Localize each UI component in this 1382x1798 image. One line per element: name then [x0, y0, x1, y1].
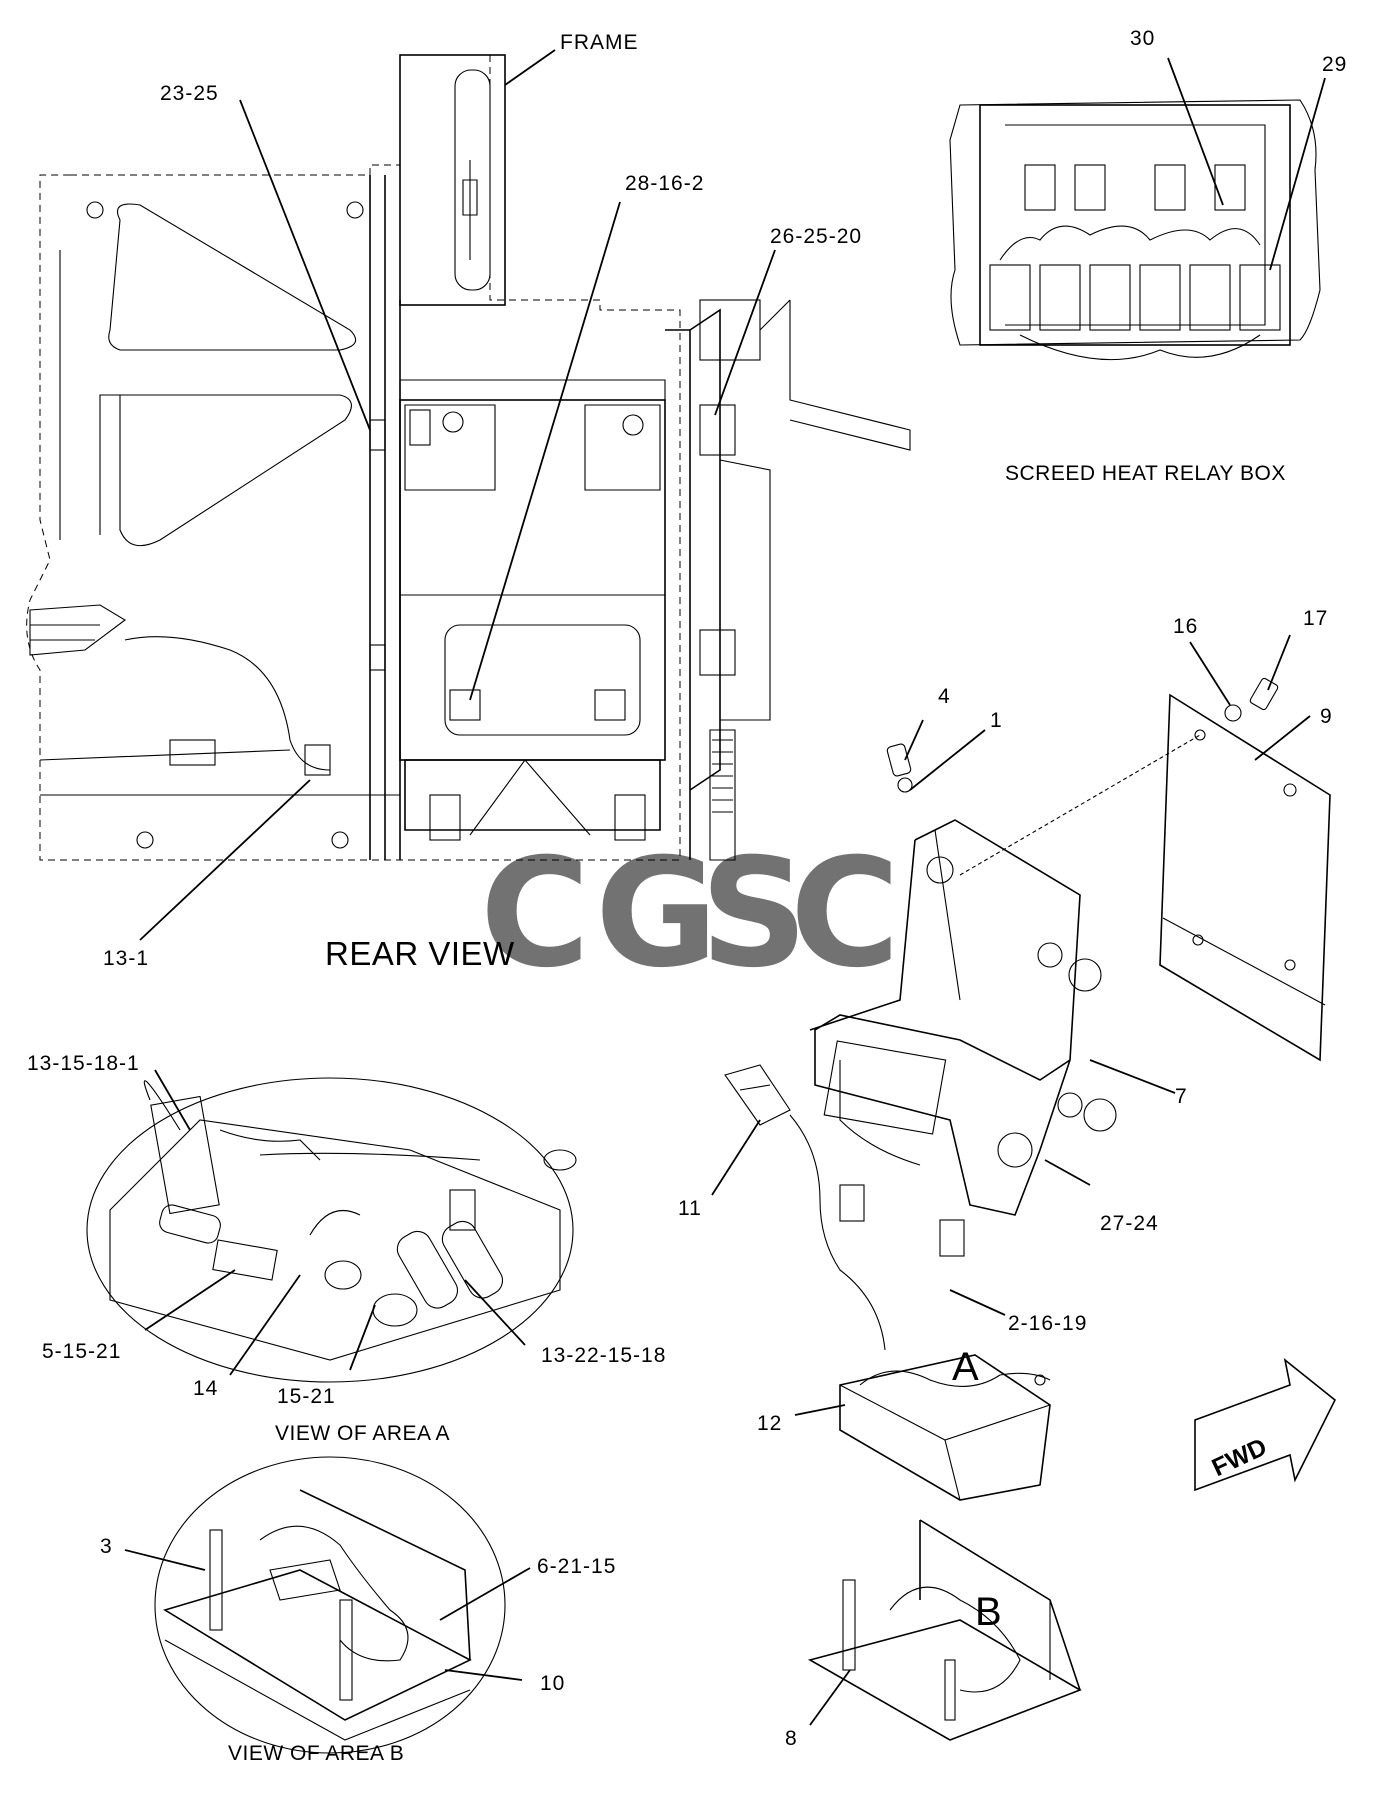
callout-13-22-15-18: 13-22-15-18 [541, 1344, 666, 1367]
watermark-logo: C G S C [480, 827, 900, 1001]
callout-27-24: 27-24 [1100, 1212, 1159, 1235]
view-title-rear: REAR VIEW [325, 935, 515, 972]
callout-23-25: 23-25 [160, 82, 219, 105]
callout-17: 17 [1303, 607, 1328, 630]
watermark-letter-1: C [480, 827, 590, 1001]
callout-12: 12 [757, 1412, 782, 1435]
callout-7: 7 [1175, 1085, 1188, 1108]
callout-29: 29 [1322, 53, 1347, 76]
relay-box-drawing [949, 99, 1321, 361]
fwd-arrow-label: FWD [1208, 1433, 1271, 1482]
callout-28-16-2: 28-16-2 [625, 172, 704, 195]
labels: FRAME 23-25 28-16-2 26-25-20 13-1 REAR V… [27, 27, 1347, 1765]
callout-14: 14 [193, 1377, 218, 1400]
callout-15-21: 15-21 [277, 1385, 336, 1408]
caption-area-a: VIEW OF AREA A [275, 1422, 450, 1445]
callout-16: 16 [1173, 615, 1198, 638]
callout-26-25-20: 26-25-20 [770, 225, 862, 248]
callout-30: 30 [1130, 27, 1155, 50]
area-a-drawing [86, 1077, 577, 1383]
watermark-letter-4: C [790, 827, 900, 1001]
callout-3: 3 [100, 1535, 113, 1558]
callout-13-15-18-1: 13-15-18-1 [27, 1052, 140, 1075]
callout-6-21-15: 6-21-15 [537, 1555, 616, 1578]
callout-2-16-19: 2-16-19 [1008, 1312, 1087, 1335]
area-letter-b: B [975, 1590, 1002, 1634]
label-frame: FRAME [560, 31, 639, 54]
watermark-letter-3: S [700, 827, 808, 1001]
callout-1: 1 [990, 709, 1003, 732]
watermark-letter-2: G [595, 827, 718, 1001]
callout-8: 8 [785, 1727, 798, 1750]
callout-9: 9 [1320, 705, 1333, 728]
caption-relay-box: SCREED HEAT RELAY BOX [1005, 462, 1286, 485]
callout-13-1: 13-1 [103, 947, 149, 970]
mount-exploded-drawing [724, 677, 1337, 1741]
leader-lines [124, 49, 1326, 1726]
rear-view-drawing [26, 54, 911, 861]
callout-11: 11 [678, 1197, 702, 1220]
caption-area-b: VIEW OF AREA B [228, 1742, 404, 1765]
area-letter-a: A [952, 1345, 979, 1389]
area-b-drawing [154, 1456, 506, 1754]
callout-5-15-21: 5-15-21 [42, 1340, 121, 1363]
callout-4: 4 [938, 685, 951, 708]
callout-10: 10 [540, 1672, 565, 1695]
